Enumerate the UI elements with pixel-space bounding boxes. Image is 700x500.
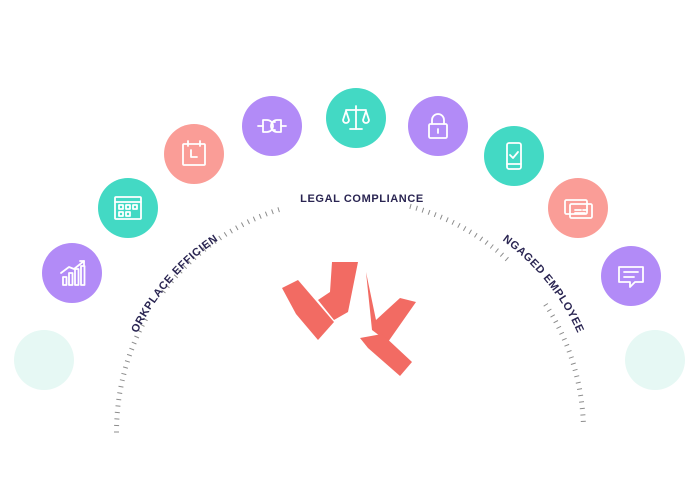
- arc-tick: [499, 252, 504, 257]
- arc-tick: [415, 205, 418, 211]
- arc-tick: [161, 289, 166, 294]
- arc-tick: [202, 247, 207, 252]
- arc-tick: [131, 341, 137, 345]
- arc-tick: [572, 368, 578, 372]
- arc-tick: [182, 264, 188, 270]
- arc-tick: [218, 235, 222, 241]
- arc-tick: [173, 274, 179, 279]
- arc-tick: [564, 343, 570, 347]
- arc-tick: [264, 211, 268, 217]
- lock-icon: [408, 96, 468, 156]
- arc-tick: [574, 375, 580, 378]
- arc-tick: [568, 356, 574, 359]
- arc-tick: [439, 214, 443, 220]
- arc-tick: [178, 269, 183, 274]
- arc-tick: [468, 229, 472, 235]
- arc-tick: [579, 407, 585, 410]
- arc-tick: [187, 260, 192, 265]
- arc-tick: [553, 320, 559, 324]
- arc-tick: [559, 331, 565, 335]
- arc-tick: [556, 325, 562, 330]
- arc-tick: [121, 372, 127, 376]
- arc-tick: [570, 362, 576, 365]
- arc-tick: [126, 353, 132, 357]
- arc-tick: [129, 347, 135, 351]
- bar-chart-icon: [42, 243, 102, 303]
- arc-tick: [252, 216, 256, 222]
- chat-bubble-icon: [601, 246, 661, 306]
- arc-tick: [575, 381, 581, 384]
- arc-tick: [124, 360, 130, 363]
- right-mound-decoration: [625, 330, 685, 390]
- arc-tick: [115, 405, 121, 407]
- arc-tick: [462, 226, 467, 231]
- arc-tick: [578, 394, 584, 397]
- arc-tick: [409, 203, 412, 210]
- arc-tick: [495, 248, 499, 253]
- arc-tick: [117, 392, 123, 394]
- logo-chevron-bottom-right: [360, 334, 412, 376]
- arc-tick: [212, 239, 217, 244]
- label-legal-compliance: LEGAL COMPLIANCE: [300, 193, 424, 205]
- arc-tick: [474, 232, 478, 238]
- arc-tick: [543, 303, 549, 307]
- arc-tick: [169, 279, 174, 284]
- arc-tick: [240, 222, 245, 228]
- logo-chevron-top-right: [366, 272, 416, 342]
- arc-tick: [134, 335, 140, 339]
- arc-tick: [116, 398, 122, 401]
- arc-tick: [271, 209, 274, 215]
- arc-tick: [577, 388, 583, 390]
- arc-tick: [489, 244, 494, 249]
- cards-icon: [548, 178, 608, 238]
- arc-tick: [550, 314, 556, 318]
- schedule-grid-icon: [98, 178, 158, 238]
- scales-icon: [326, 88, 386, 148]
- plug-icon: [242, 96, 302, 156]
- arc-tick: [561, 337, 567, 341]
- arc-tick: [427, 209, 431, 215]
- arc-tick: [451, 219, 455, 225]
- arc-tick: [165, 284, 170, 289]
- arc-tick: [277, 207, 280, 213]
- arc-tick: [479, 236, 484, 242]
- arc-tick: [118, 385, 124, 388]
- arc-tick: [484, 240, 489, 245]
- arc-tick: [457, 222, 461, 228]
- arc-tick: [207, 243, 212, 248]
- arc-tick: [566, 350, 572, 353]
- arc-tick: [546, 308, 552, 313]
- arc-tick: [192, 255, 197, 261]
- left-mound-decoration: [14, 330, 74, 390]
- arc-tick: [229, 228, 233, 234]
- logo-chevron-top-left: [318, 262, 358, 320]
- arc-tick: [421, 207, 425, 213]
- arc-tick: [504, 256, 509, 262]
- arc-tick: [445, 217, 449, 223]
- arc-tick: [223, 232, 228, 237]
- arc-tick: [246, 219, 250, 225]
- arc-tick: [579, 401, 585, 403]
- arc-tick: [197, 251, 202, 256]
- calendar-clock-icon: [164, 124, 224, 184]
- arc-tick: [136, 329, 142, 333]
- dotted-arc: [114, 203, 586, 433]
- arc-tick: [139, 323, 145, 327]
- company-logo: [282, 262, 416, 376]
- arc-tick: [235, 225, 239, 231]
- arc-tick: [433, 212, 437, 218]
- arc-tick: [258, 213, 262, 219]
- arc-tick: [119, 379, 125, 382]
- arc-tick: [142, 317, 148, 322]
- mobile-check-icon: [484, 126, 544, 186]
- arc-tick: [122, 366, 129, 369]
- logo-chevron-bottom-left: [282, 280, 334, 340]
